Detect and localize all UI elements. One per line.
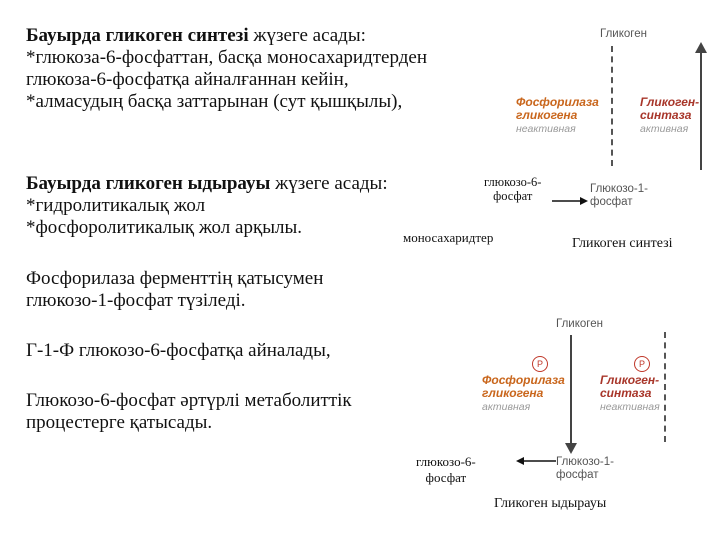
d1-synthase: Гликоген- синтаза (640, 95, 700, 122)
d2-g1p-label: Глюкозо-1- фосфат (556, 456, 614, 481)
synthesis-heading: Бауырда гликоген синтезі (26, 25, 249, 46)
paragraph-synthesis: Бауырда гликоген синтезі жүзеге асады: *… (26, 25, 427, 112)
d2-phosphorylase: Фосфорилаза гликогена (482, 373, 565, 400)
d1-g6p-arrow (552, 197, 588, 205)
d2-down-arrowhead (565, 443, 577, 454)
d1-dashed-line (611, 46, 613, 166)
d1-up-arrowhead (695, 42, 707, 53)
paragraph-g6p: Глюкозо-6-фосфат әртүрлі метаболиттік пр… (26, 390, 352, 433)
d1-mono-label: моносахаридтер (403, 230, 494, 245)
d2-phosphate-icon-1: P (532, 356, 548, 372)
d2-down-arrow-shaft (570, 335, 572, 445)
d1-g1p-label: Глюкозо-1- фосфат (590, 183, 648, 208)
paragraph-g1p: Г-1-Ф глюкозо-6-фосфатқа айналады, (26, 340, 331, 361)
paragraph-breakdown: Бауырда гликоген ыдырауы жүзеге асады: *… (26, 173, 388, 238)
d2-glycogen-label: Гликоген (556, 318, 603, 330)
d2-phosphorylase-state: активная (482, 401, 531, 413)
d2-phosphate-icon-2: P (634, 356, 650, 372)
d1-phosphorylase-state: неактивная (516, 123, 576, 135)
d1-up-arrow-shaft (700, 50, 702, 170)
d1-glycogen-label: Гликоген (600, 28, 647, 40)
d1-phosphorylase: Фосфорилаза гликогена (516, 95, 599, 122)
d2-g6p-arrow (516, 457, 556, 465)
d2-synthase-state: неактивная (600, 401, 660, 413)
d2-dashed-line (664, 332, 666, 442)
d1-caption: Гликоген синтезі (572, 236, 673, 251)
d2-caption: Гликоген ыдырауы (494, 496, 607, 511)
d2-g6p-label: глюкозо-6- фосфат (416, 454, 476, 485)
d1-g6p-label: глюкозо-6- фосфат (484, 175, 542, 203)
breakdown-heading: Бауырда гликоген ыдырауы (26, 173, 271, 194)
paragraph-phosphorylase: Фосфорилаза ферменттің қатысумен глюкозо… (26, 268, 324, 311)
d2-synthase: Гликоген- синтаза (600, 373, 660, 400)
d1-synthase-state: активная (640, 123, 689, 135)
